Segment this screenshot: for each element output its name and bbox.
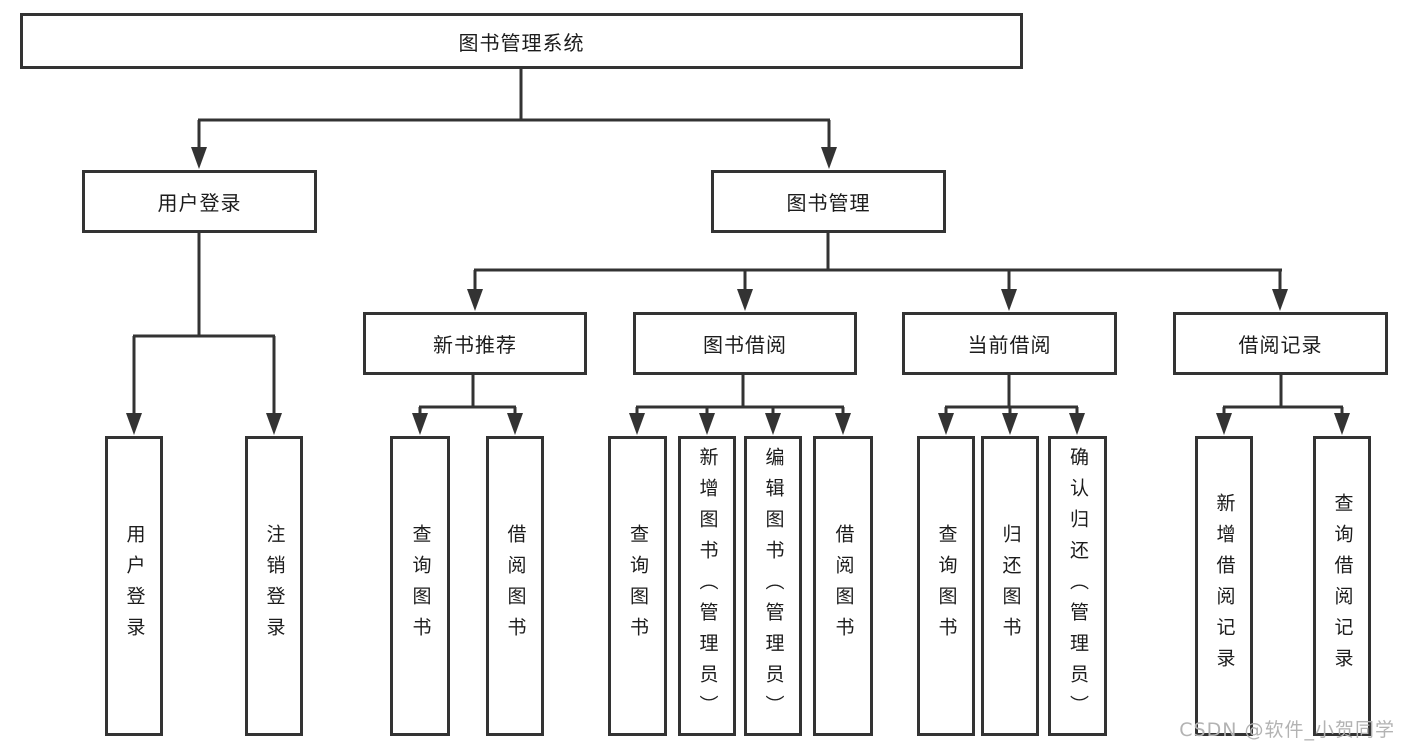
- leaf-nbr-borrow-books: 借阅图书: [486, 436, 544, 736]
- leaf-bb-query-books: 查询图书: [608, 436, 667, 736]
- leaf-logout: 注销登录: [245, 436, 303, 736]
- connector-root-to-branches: [191, 68, 837, 169]
- node-user-login: 用户登录: [82, 170, 317, 233]
- connector-book-borrow-to-leaves: [629, 375, 851, 435]
- connector-borrow-record-to-leaves: [1216, 375, 1350, 435]
- connector-user-login-to-children: [126, 232, 282, 435]
- leaf-bb-edit-books-admin: 编辑图书（管理员）: [744, 436, 802, 736]
- leaf-br-query-record: 查询借阅记录: [1313, 436, 1371, 736]
- leaf-bb-borrow-books: 借阅图书: [813, 436, 873, 736]
- leaf-br-add-record: 新增借阅记录: [1195, 436, 1253, 736]
- leaf-bb-add-books-admin: 新增图书（管理员）: [678, 436, 736, 736]
- connector-current-borrow-to-leaves: [938, 375, 1085, 435]
- leaf-cb-confirm-return-admin: 确认归还（管理员）: [1048, 436, 1107, 736]
- connector-new-book-rec-to-leaves: [412, 375, 523, 435]
- connector-book-management-to-sections: [467, 232, 1288, 311]
- node-current-borrow: 当前借阅: [902, 312, 1117, 375]
- node-book-borrow: 图书借阅: [633, 312, 857, 375]
- node-borrow-record: 借阅记录: [1173, 312, 1388, 375]
- leaf-cb-return-books: 归还图书: [981, 436, 1039, 736]
- node-root: 图书管理系统: [20, 13, 1023, 69]
- leaf-cb-query-books: 查询图书: [917, 436, 975, 736]
- leaf-user-login: 用户登录: [105, 436, 163, 736]
- node-book-management: 图书管理: [711, 170, 946, 233]
- node-new-book-rec: 新书推荐: [363, 312, 587, 375]
- leaf-nbr-query-books: 查询图书: [390, 436, 450, 736]
- csdn-watermark: CSDN @软件_小贺同学: [1179, 719, 1395, 741]
